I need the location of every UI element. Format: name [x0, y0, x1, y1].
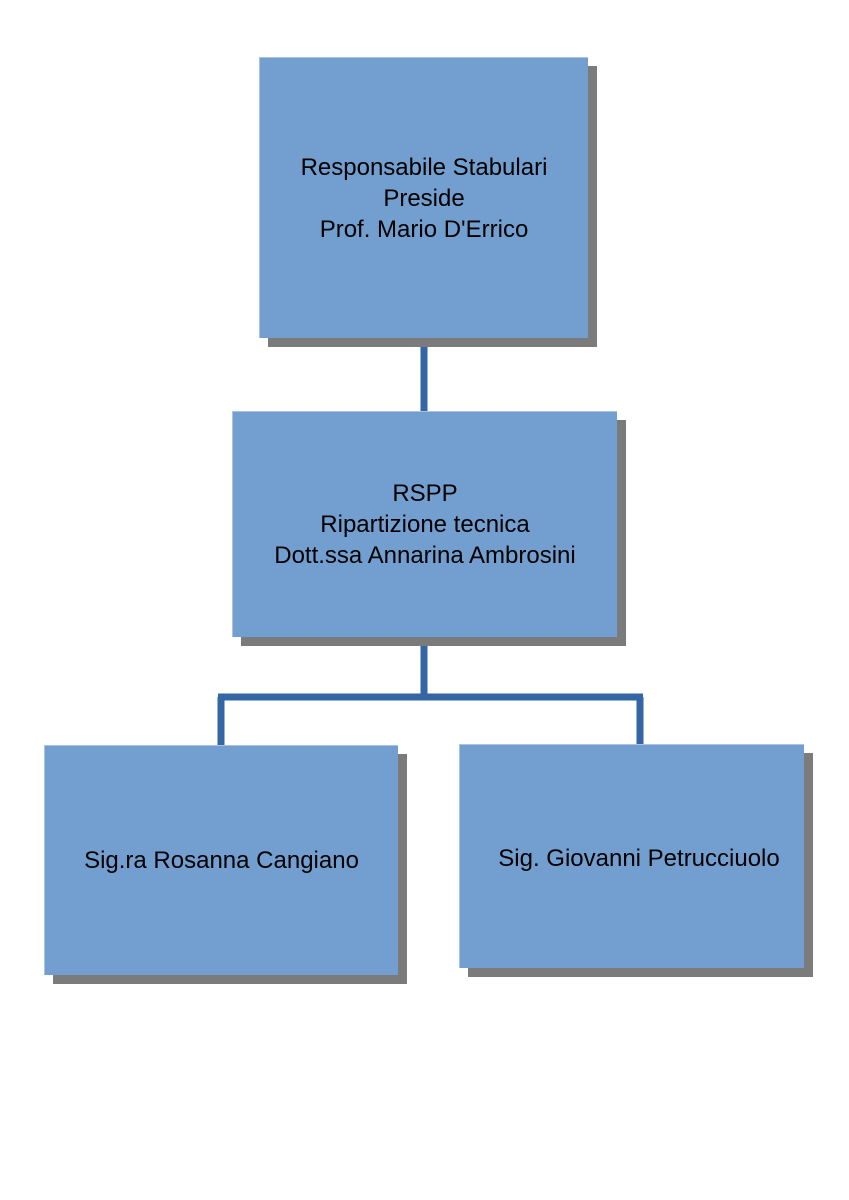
org-node-rosanna-cangiano: Sig.ra Rosanna Cangiano: [44, 745, 398, 975]
org-node-responsabile-stabulari: Responsabile Stabulari Preside Prof. Mar…: [259, 57, 588, 338]
org-node-line: Responsabile Stabulari: [300, 153, 548, 181]
org-node-line: Sig.ra Rosanna Cangiano: [84, 847, 359, 874]
org-node-line: Prof. Mario D'Errico: [319, 215, 529, 243]
org-node-line: Dott.ssa Annarina Ambrosini: [274, 542, 576, 569]
org-node-line: Sig. Giovanni Petrucciuolo: [498, 845, 780, 872]
org-node-line: RSPP: [392, 480, 458, 507]
org-node-giovanni-petrucciuolo: Sig. Giovanni Petrucciuolo: [459, 744, 804, 968]
org-node-line: Preside: [383, 184, 465, 212]
org-node-rspp: RSPP Ripartizione tecnica Dott.ssa Annar…: [232, 411, 617, 637]
org-node-line: Ripartizione tecnica: [320, 511, 530, 538]
